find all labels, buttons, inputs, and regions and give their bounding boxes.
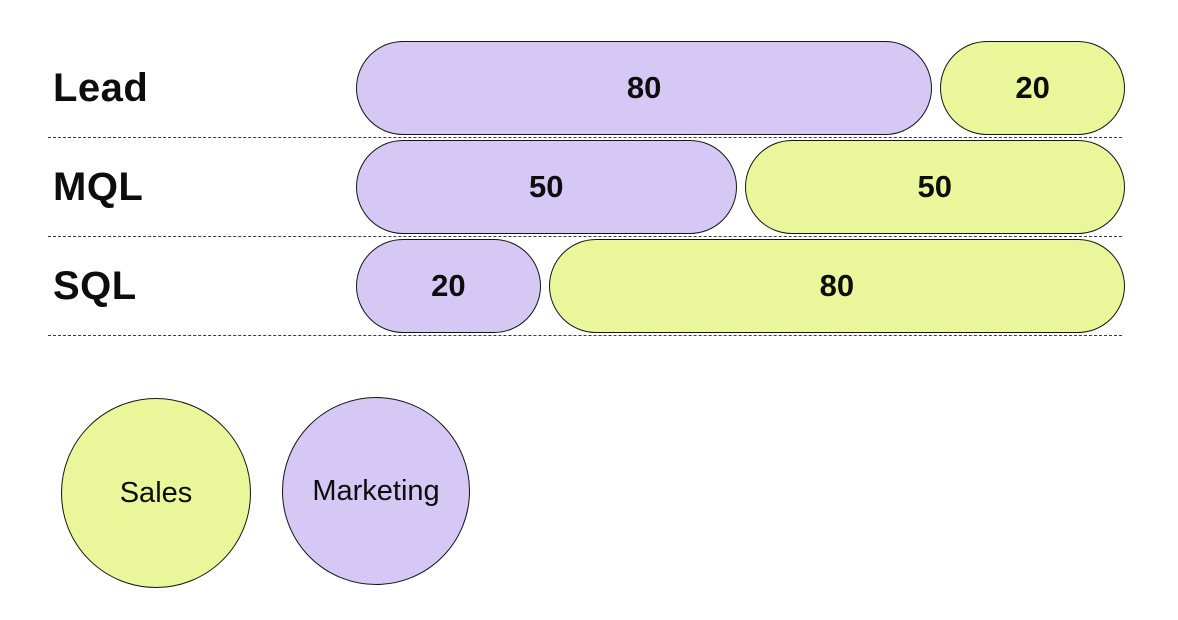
bar-segment-lead-sales: 20 xyxy=(940,41,1125,135)
bar-segment-lead-marketing: 80 xyxy=(356,41,933,135)
bar-segment-mql-marketing: 50 xyxy=(356,140,737,234)
bar-value-label: 50 xyxy=(917,169,952,204)
row-separator-dashed xyxy=(48,137,1122,138)
bar-row-sql: 20 80 xyxy=(356,239,1125,333)
bar-value-label: 80 xyxy=(819,268,855,303)
bar-value-label: 80 xyxy=(626,70,662,105)
row-label-sql: SQL xyxy=(53,263,137,308)
row-separator-dashed xyxy=(48,236,1122,237)
bar-value-label: 20 xyxy=(1015,70,1050,105)
legend-circle-sales: Sales xyxy=(61,398,251,588)
bar-row-mql: 50 50 xyxy=(356,140,1125,234)
bar-value-label: 20 xyxy=(431,268,466,303)
row-label-lead: Lead xyxy=(53,65,149,110)
legend-label: Marketing xyxy=(312,474,440,507)
legend-circle-marketing: Marketing xyxy=(282,397,470,585)
row-label-mql: MQL xyxy=(53,164,144,209)
legend-label: Sales xyxy=(119,476,193,509)
bar-segment-sql-sales: 80 xyxy=(548,239,1125,333)
bar-row-lead: 80 20 xyxy=(356,41,1125,135)
bar-segment-sql-marketing: 20 xyxy=(356,239,541,333)
bar-segment-mql-sales: 50 xyxy=(744,140,1125,234)
bar-value-label: 50 xyxy=(529,169,564,204)
row-separator-dashed xyxy=(48,335,1122,336)
